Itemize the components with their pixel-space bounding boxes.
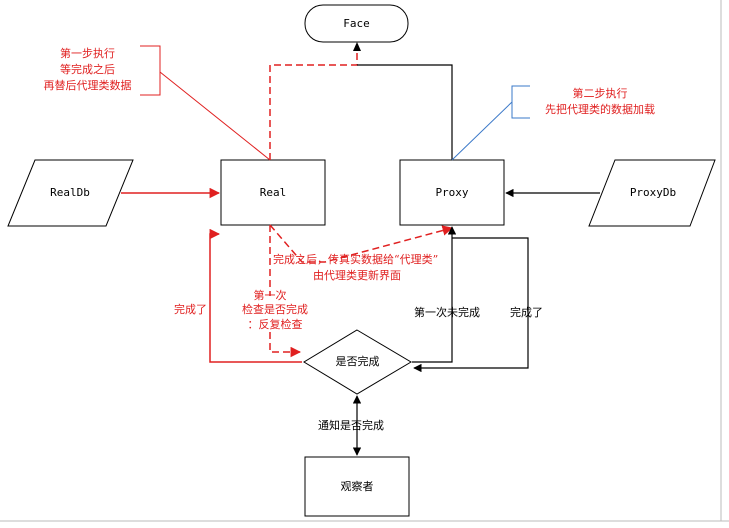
observer-label: 观察者 (340, 480, 374, 493)
first-not-done-label: 第一次未完成 (414, 306, 480, 319)
done-right-loop (413, 237, 529, 373)
real-to-proxy-dashed-arrow (269, 224, 454, 263)
not-done-line (412, 226, 457, 363)
step1-note-line3: 再替后代理类数据 (43, 79, 132, 92)
observer-box (304, 456, 410, 517)
after-done-note-line2: 由代理类更新界面 (313, 269, 401, 282)
decision-to-real-loop (209, 228, 302, 363)
done-left-label: 完成了 (174, 303, 207, 316)
step1-note-line1: 第一步执行 (60, 47, 115, 60)
decision-label: 是否完成 (335, 355, 380, 368)
real-to-face-dashed-arrow (269, 44, 358, 160)
first-check-line1: 第一次 (253, 289, 287, 302)
after-done-note-line1: 完成之后，传真实数据给“代理类” (273, 253, 439, 266)
realdb-label: RealDb (50, 186, 90, 199)
face-arrowhead (353, 42, 361, 51)
real-label: Real (259, 186, 287, 199)
realdb-parallelogram (7, 159, 134, 227)
step1-note-line2: 等完成之后 (60, 63, 115, 76)
step2-connector (451, 101, 513, 161)
real-box (220, 159, 326, 226)
check-to-decision-dashed (269, 332, 302, 358)
proxy-label: Proxy (435, 186, 469, 199)
proxydb-parallelogram (588, 159, 716, 227)
notify-label: 通知是否完成 (318, 419, 384, 432)
step1-bracket (140, 45, 161, 96)
proxydb-label: ProxyDb (629, 186, 677, 199)
step2-note-line1: 第二步执行 (572, 87, 628, 100)
proxy-to-face-arrow (357, 64, 453, 160)
first-check-line3: ：反复检查 (247, 318, 303, 331)
proxy-box (399, 159, 505, 226)
face-terminator (304, 4, 409, 43)
first-check-line2: 检查是否完成 (242, 303, 308, 316)
face-label: Face (343, 17, 370, 30)
done-right-label: 完成了 (510, 306, 543, 319)
step1-connector (159, 71, 271, 161)
decision-diamond (303, 329, 412, 395)
step2-note-line2: 先把代理类的数据加载 (545, 103, 655, 116)
